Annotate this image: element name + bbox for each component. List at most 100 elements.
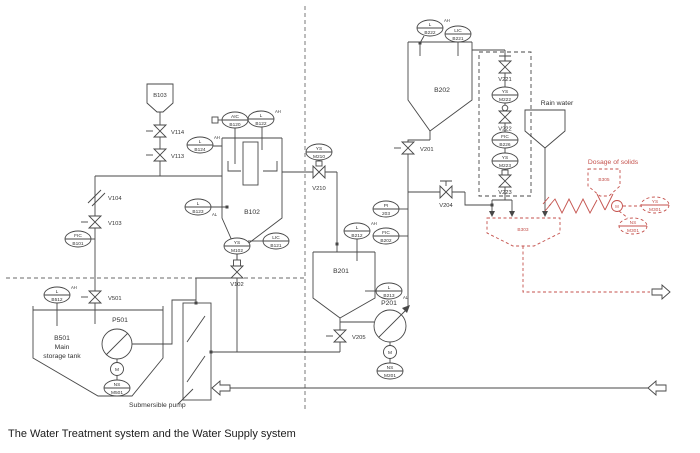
- valve-label: V201: [420, 147, 434, 153]
- valve-label: V114: [171, 130, 185, 136]
- instrument-lic-b121: LIC B121: [262, 232, 290, 250]
- instrument-tag: FIC: [501, 134, 509, 140]
- junction-dot: [225, 205, 229, 209]
- instrument-l-b212: L B212 AH: [343, 221, 377, 240]
- instrument-tag: L: [260, 113, 263, 119]
- instrument-number: B512: [51, 297, 63, 303]
- instrument-number: M501: [111, 390, 123, 396]
- pipe-column-drops: [491, 187, 513, 212]
- valve-v205: V205: [326, 329, 366, 343]
- flow-arrowhead: [509, 211, 515, 217]
- hopper-b303: [486, 217, 561, 247]
- alarm-flag: AH: [444, 18, 450, 23]
- valve-label: V222: [498, 127, 512, 133]
- valve-label: V210: [312, 186, 326, 192]
- offpage-arrow-left-icon: [211, 380, 231, 396]
- junction-dot: [335, 242, 339, 246]
- valve-label: V501: [108, 296, 122, 302]
- instrument-number: M201: [384, 373, 396, 379]
- instrument-tag: YS: [652, 199, 658, 205]
- valve-v221: V221: [497, 55, 513, 83]
- alarm-flag: AL: [212, 212, 218, 217]
- instrument-fic-b101: FIC B101: [64, 230, 92, 248]
- instrument-aic-b120: AIC B120: [211, 111, 249, 129]
- instrument-ys-m301: YS M301: [640, 196, 670, 214]
- instrument-tag: L: [56, 289, 59, 295]
- valve-v201: V201: [394, 141, 434, 155]
- instrument-number: B222: [424, 30, 436, 36]
- valve-label: V205: [352, 335, 366, 341]
- instrument-number: B122: [255, 121, 267, 127]
- instrument-number: B221: [452, 36, 464, 42]
- vessel-b102-baffle: [242, 141, 259, 186]
- instrument-l-b213: L B213 AL: [375, 282, 409, 300]
- instrument-bubbles: FIC B101 L B512 AH NS M501 AIC B120 L B1…: [43, 18, 670, 397]
- screw-conveyor-end: [542, 196, 552, 212]
- instrument-tag: NS: [114, 382, 121, 388]
- offpage-connectors: [211, 284, 671, 396]
- offpage-arrow-right-icon: [651, 284, 671, 300]
- pumps: [101, 307, 409, 376]
- label-rain-water: Rain water: [541, 100, 574, 107]
- pump-p501-impeller: [105, 332, 129, 356]
- dosing-section: [486, 168, 650, 293]
- valve-label: V104: [108, 196, 122, 202]
- instrument-tag: YS: [234, 240, 240, 246]
- instrument-l-b222: L B222 AH: [416, 18, 450, 37]
- valve-v113: V113: [146, 148, 184, 162]
- filter-vessel: [182, 302, 212, 401]
- instrument-tag: NS: [387, 365, 394, 371]
- flow-arrowhead: [542, 211, 548, 217]
- instrument-number: B121: [270, 243, 282, 249]
- instrument-tag: L: [197, 201, 200, 207]
- vessel-b501: [32, 306, 164, 397]
- label-b501: B501: [54, 335, 70, 342]
- alarm-flag: AH: [214, 135, 220, 140]
- label-b202: B202: [434, 87, 450, 94]
- label-b501-desc2: storage tank: [43, 353, 81, 360]
- motor-m501: [110, 362, 124, 376]
- instrument-number: M223: [499, 163, 511, 169]
- m301-links: [618, 205, 641, 219]
- alarm-flag: AL: [403, 295, 409, 300]
- valve-v210: V210: [312, 160, 326, 192]
- valve-label: V223: [498, 190, 512, 196]
- valve-v223: V223: [497, 169, 513, 196]
- valve-v204: V204: [439, 180, 454, 209]
- instrument-number: M210: [313, 154, 325, 160]
- instrument-tag: L: [388, 285, 391, 291]
- instrument-number: B120: [229, 122, 241, 128]
- instrument-number: B202: [380, 238, 392, 244]
- junction-dot: [490, 203, 494, 207]
- instrument-fic-b202: FIC B202: [372, 227, 400, 245]
- diagram-caption: The Water Treatment system and the Water…: [8, 428, 296, 440]
- instrument-tag: YS: [316, 146, 322, 152]
- dosing-line: [522, 246, 650, 293]
- junctions: [194, 41, 548, 354]
- piping: [56, 35, 648, 389]
- valves: V114 V113 V104 V103 V501 V102 V210: [81, 55, 513, 343]
- instrument-tag: L: [199, 139, 202, 145]
- valve-v104: V104: [87, 189, 122, 207]
- instrument-tag: PI: [384, 203, 389, 209]
- motor-letter-m301: M: [615, 204, 619, 209]
- instrument-tag: YS: [502, 89, 508, 95]
- vessels: [32, 41, 566, 405]
- instrument-tag: L: [429, 22, 432, 28]
- instrument-ys-m102: YS M102: [223, 237, 251, 255]
- label-p501: P501: [112, 317, 128, 324]
- label-b103: B103: [153, 93, 167, 99]
- hopper-b305: [587, 168, 621, 197]
- valve-label: V113: [171, 154, 184, 160]
- label-submersible-pump: Submersible pump: [129, 402, 186, 409]
- label-b303: B303: [517, 227, 529, 233]
- instrument-number: B213: [383, 293, 395, 299]
- vessel-b103: [146, 83, 174, 113]
- instrument-fic-b226: FIC B226: [491, 131, 519, 149]
- offpage-arrow-left-icon: [647, 380, 667, 396]
- instrument-l-b124: L B124 AH: [186, 135, 220, 154]
- dosing-funnel: [596, 193, 614, 211]
- alarm-flag: AH: [71, 285, 77, 290]
- instrument-ns-m301: NS M301: [618, 217, 648, 235]
